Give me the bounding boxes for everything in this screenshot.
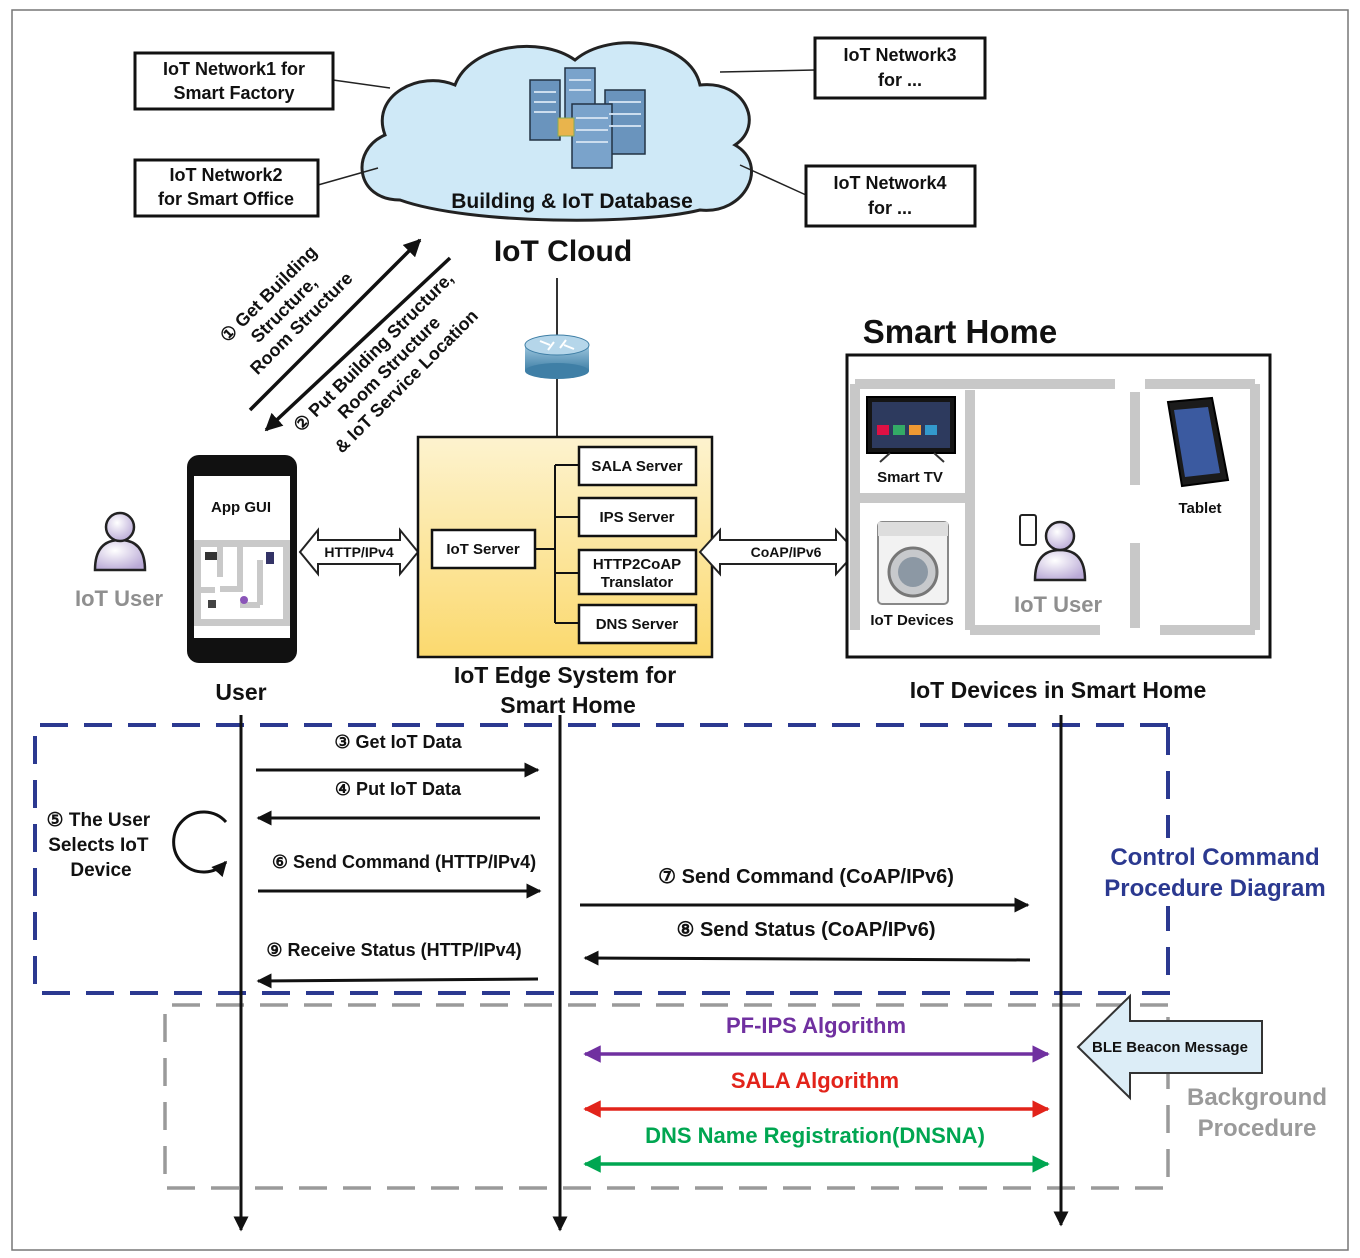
- svg-text:CoAP/IPv6: CoAP/IPv6: [751, 544, 822, 560]
- pf-ips-label: PF-IPS Algorithm: [726, 1013, 906, 1038]
- ble-beacon-arrow: BLE Beacon Message: [1076, 993, 1263, 1101]
- network-boxes: IoT Network1 for Smart Factory IoT Netwo…: [133, 36, 987, 228]
- iot-server-box: [430, 528, 537, 570]
- background-title-line1: Background: [1187, 1084, 1327, 1111]
- dnsna-label: DNS Name Registration(DNSNA): [645, 1123, 985, 1148]
- sala-server-box: [577, 445, 698, 487]
- tablet-icon: [1166, 396, 1230, 488]
- background-title-line2: Procedure: [1198, 1115, 1317, 1142]
- msg-send-status-coap: ⑧ Send Status (CoAP/IPv6): [676, 919, 935, 941]
- svg-text:IoT Network2: IoT Network2: [169, 165, 282, 185]
- svg-text:BLE Beacon Message: BLE Beacon Message: [1092, 1039, 1248, 1056]
- network2-box: IoT Network2 for Smart Office: [133, 158, 320, 218]
- network3-box: IoT Network3 for ...: [813, 36, 987, 100]
- network4-box: IoT Network4 for ...: [804, 164, 977, 228]
- svg-text:DNS Server: DNS Server: [596, 616, 679, 633]
- svg-text:HTTP/IPv4: HTTP/IPv4: [324, 544, 393, 560]
- smart-tv-label: Smart TV: [877, 469, 943, 486]
- svg-text:IPS Server: IPS Server: [599, 509, 674, 526]
- control-title-line2: Procedure Diagram: [1104, 875, 1325, 902]
- svg-text:⑤ The User Selects IoT: ⑤ The User Selects IoT Device: [47, 810, 156, 881]
- dns-server-box: [577, 603, 698, 645]
- iot-devices-label: IoT Devices: [870, 612, 953, 629]
- network1-box: IoT Network1 for Smart Factory: [133, 51, 335, 111]
- smart-home-caption: IoT Devices in Smart Home: [910, 677, 1207, 703]
- edge-title-line2: Smart Home: [500, 692, 635, 718]
- iot-user-left-icon: [93, 511, 147, 572]
- iot-cloud: Building & IoT Database: [360, 41, 753, 222]
- control-messages: ③ Get IoT Data ④ Put IoT Data ⑥ Send Com…: [256, 732, 1031, 989]
- iot-user-left-label: IoT User: [75, 586, 163, 611]
- control-procedure-box: [33, 723, 1170, 995]
- svg-text:for ...: for ...: [868, 198, 912, 218]
- app-gui-label: App GUI: [211, 499, 271, 516]
- ips-server-box: [577, 496, 698, 538]
- user-label: User: [215, 679, 266, 705]
- msg-receive-status-http: ⑨ Receive Status (HTTP/IPv4): [266, 940, 521, 960]
- http2coap-translator-box: [577, 548, 698, 596]
- svg-text:① Get Building Structure: ① Get Building Structure, Room Structure: [215, 237, 356, 378]
- edge-title-line1: IoT Edge System for: [454, 662, 676, 688]
- svg-text:IoT Network4: IoT Network4: [833, 173, 946, 193]
- smart-tv-icon: [866, 396, 956, 463]
- http-link: HTTP/IPv4: [298, 527, 420, 577]
- cloud-exchange-arrows: ① Get Building Structure, Room Structure…: [215, 237, 482, 457]
- self-selection-step: ⑤ The User Selects IoT Device: [47, 810, 228, 881]
- router-icon: [524, 334, 590, 379]
- database-label: Building & IoT Database: [451, 190, 693, 213]
- database-servers-icon: [529, 67, 646, 169]
- coap-link: CoAP/IPv6: [698, 527, 858, 577]
- msg-put-iot-data: ④ Put IoT Data: [335, 779, 462, 799]
- background-algorithms: PF-IPS Algorithm SALA Algorithm DNS Name…: [583, 1013, 1050, 1173]
- svg-text:for Smart Office: for Smart Office: [158, 189, 294, 209]
- smart-home-title: Smart Home: [863, 313, 1057, 350]
- msg-get-iot-data: ③ Get IoT Data: [334, 732, 462, 752]
- edge-system: IoT Server SALA Server IPS Server HTTP2C…: [416, 435, 714, 659]
- washing-machine-icon: [877, 521, 949, 605]
- svg-text:SALA Server: SALA Server: [591, 458, 682, 475]
- control-title-line1: Control Command: [1110, 844, 1319, 871]
- outer-frame: [11, 9, 1349, 1251]
- tablet-label: Tablet: [1178, 500, 1221, 517]
- svg-text:IoT Network1 for: IoT Network1 for: [163, 59, 305, 79]
- background-procedure-box: [163, 1003, 1170, 1190]
- svg-text:Smart Factory: Smart Factory: [173, 83, 294, 103]
- sala-label: SALA Algorithm: [731, 1068, 899, 1093]
- svg-text:IoT Server: IoT Server: [446, 541, 520, 558]
- msg-send-command-coap: ⑦ Send Command (CoAP/IPv6): [658, 866, 954, 888]
- iot-user-home-icon: [1019, 514, 1087, 582]
- smartphone: App GUI: [187, 455, 297, 663]
- iot-user-home-label: IoT User: [1014, 592, 1102, 617]
- cloud-title: IoT Cloud: [494, 235, 632, 268]
- svg-text:for ...: for ...: [878, 70, 922, 90]
- smart-home-floorplan: Smart TV Tablet IoT Devices IoT User: [845, 353, 1272, 659]
- svg-text:HTTP2CoAP: HTTP2CoAP: [593, 556, 681, 573]
- svg-text:Translator: Translator: [601, 574, 674, 591]
- msg-send-command-http: ⑥ Send Command (HTTP/IPv4): [272, 852, 536, 872]
- svg-text:IoT Network3: IoT Network3: [843, 45, 956, 65]
